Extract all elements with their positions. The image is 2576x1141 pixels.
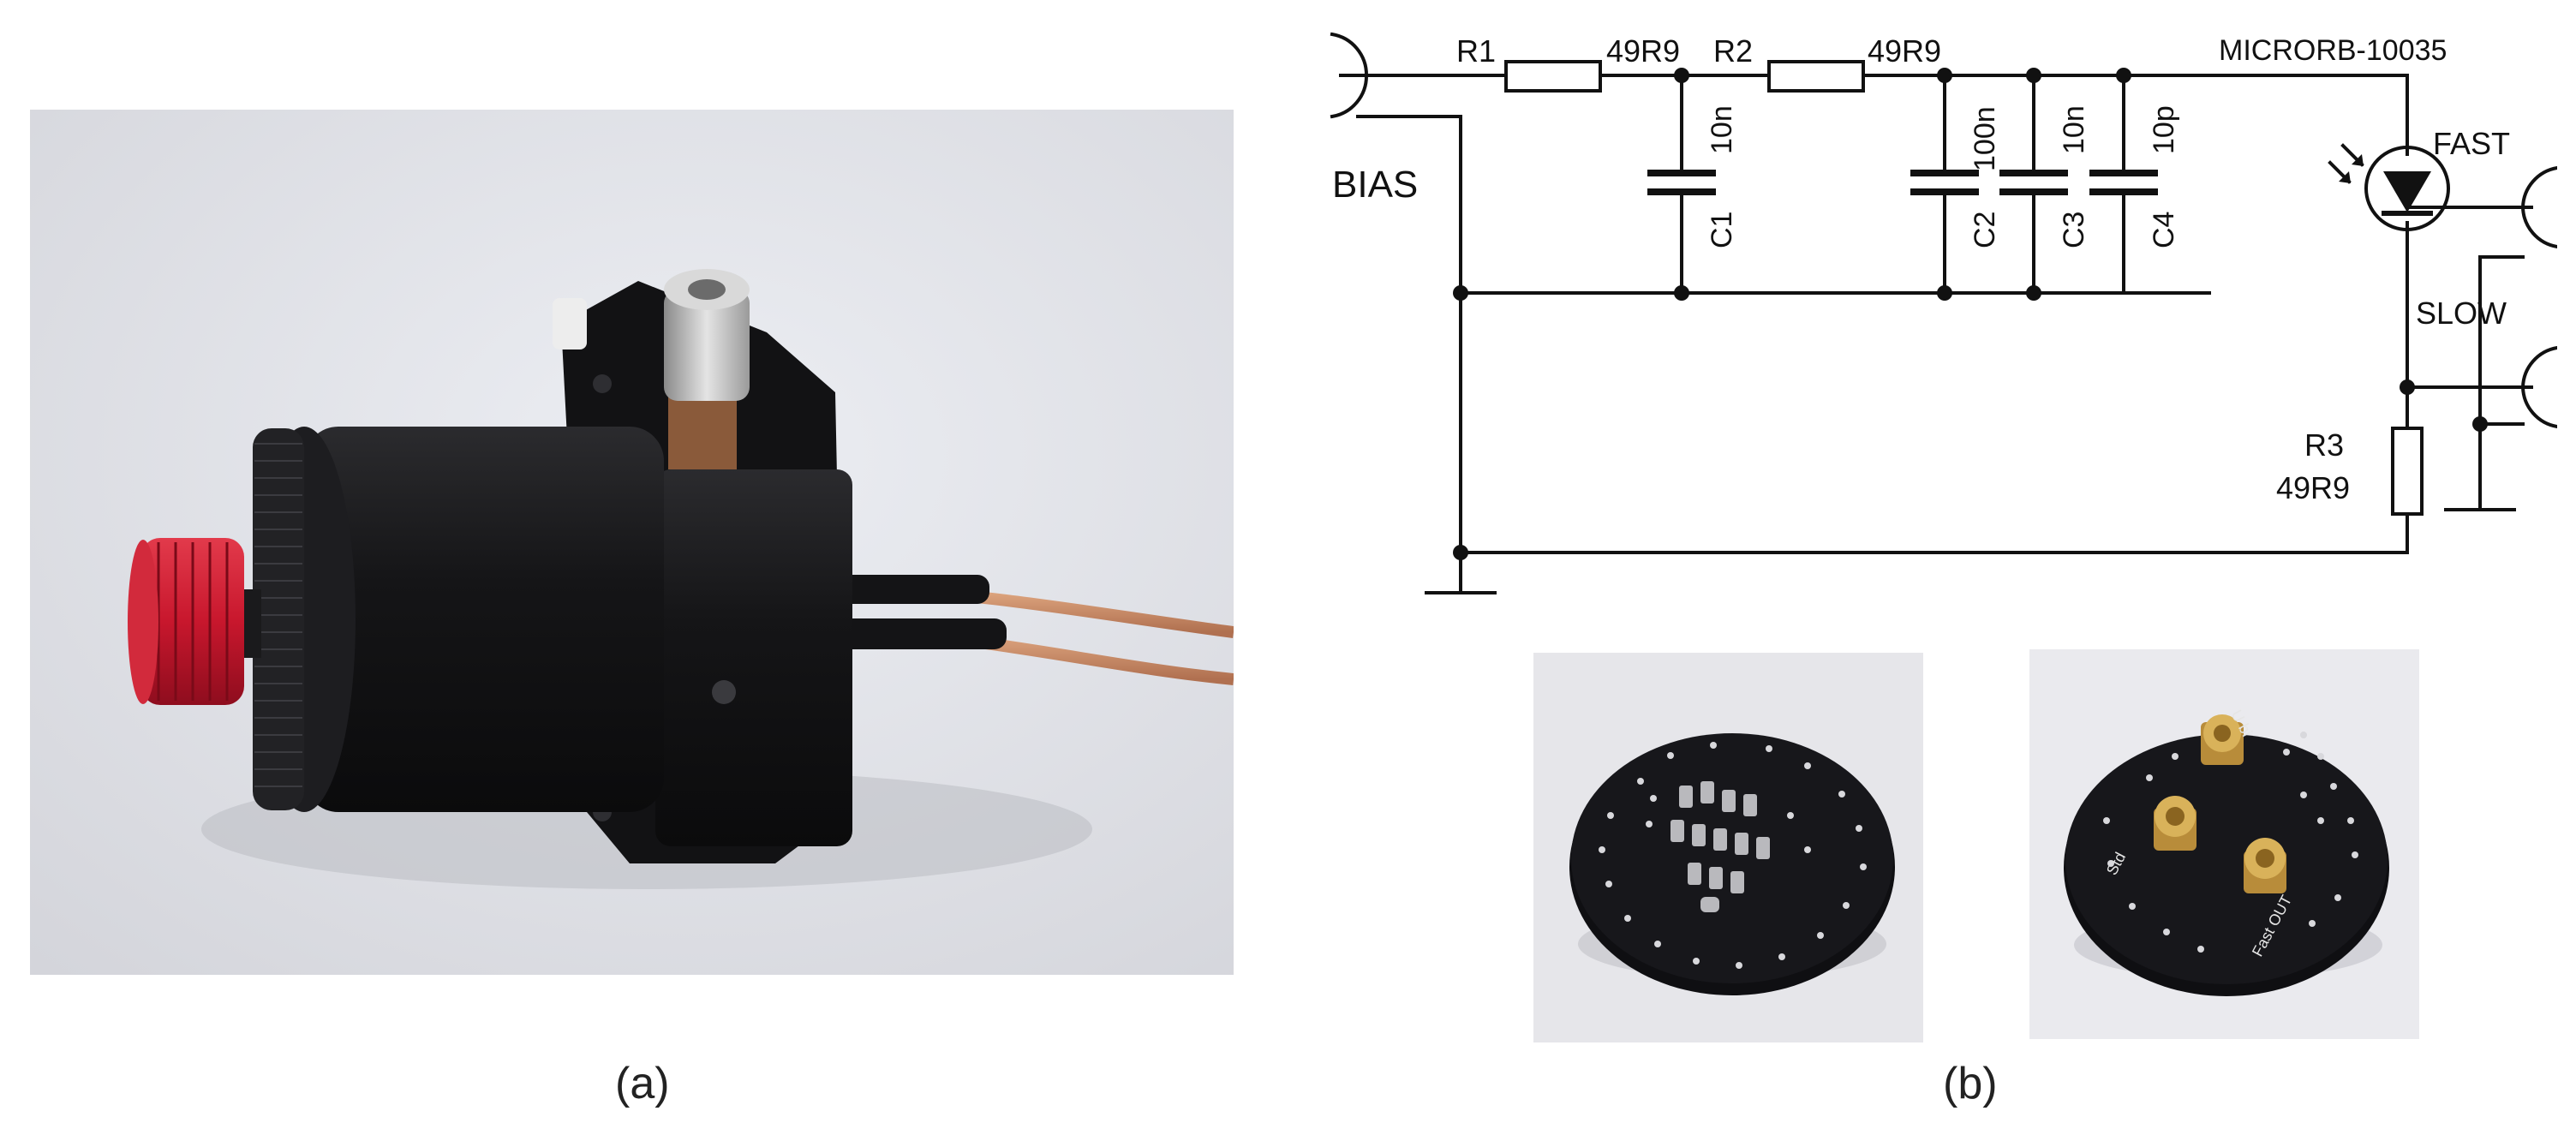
r3-value: 49R9	[2276, 470, 2350, 505]
pcb-back-illustration	[1533, 653, 1923, 1042]
r3-label: R3	[2304, 427, 2344, 463]
pcb-front-photo: U bi Std Fast OUT	[2029, 649, 2419, 1039]
slow-label: SLOW	[2416, 296, 2507, 331]
gold-connector-right	[2244, 838, 2286, 893]
detector-assembly-photo	[30, 110, 1234, 975]
gold-connector-top	[2201, 714, 2244, 765]
c4-value: 10p	[2148, 105, 2180, 154]
pcb-back-photo	[1533, 653, 1923, 1042]
c1-value: 10n	[1706, 105, 1738, 154]
gold-connector-left	[2154, 796, 2196, 851]
r1-label: R1	[1456, 33, 1496, 69]
bias-connector-arc	[1330, 32, 1369, 78]
c2-label: C2	[1969, 212, 2001, 248]
c3-value: 10n	[2058, 105, 2090, 154]
c2-value: 100n	[1969, 106, 2001, 171]
r2-label: R2	[1713, 33, 1753, 69]
fast-label: FAST	[2433, 126, 2510, 161]
circuit-schematic: BIAS R1 49R9 R2 49R9 MICRORB-10035 FAST …	[1330, 32, 2557, 594]
resistor-r1	[1504, 60, 1602, 93]
detector-assembly-illustration	[30, 110, 1234, 975]
c1-label: C1	[1706, 212, 1738, 248]
caption-a: (a)	[615, 1059, 670, 1108]
c3-label: C3	[2058, 212, 2090, 248]
r2-value: 49R9	[1868, 33, 1941, 69]
caption-b: (b)	[1943, 1059, 1998, 1108]
c4-label: C4	[2148, 212, 2180, 248]
diode-part-label: MICRORB-10035	[2219, 34, 2447, 67]
resistor-r3	[2391, 427, 2424, 516]
r1-value: 49R9	[1606, 33, 1680, 69]
pcb-front-illustration: U bi Std Fast OUT	[2029, 649, 2419, 1039]
photodiode-symbol	[2364, 146, 2450, 231]
resistor-r2	[1767, 60, 1865, 93]
bias-label: BIAS	[1332, 164, 1418, 206]
